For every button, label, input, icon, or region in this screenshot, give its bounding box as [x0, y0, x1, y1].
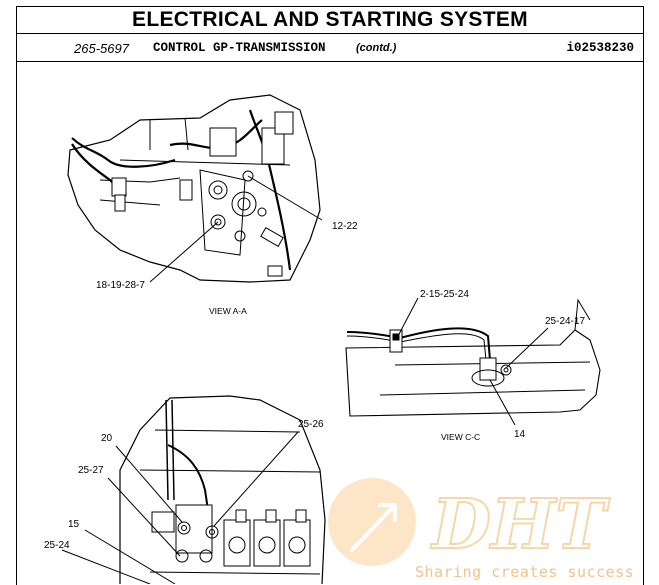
callout-20: 20 — [101, 433, 113, 444]
document-id: i02538230 — [566, 41, 634, 55]
continued-label: (contd.) — [356, 42, 397, 54]
callout-25-24: 25-24 — [44, 540, 70, 551]
callout-18-19-28-7: 18-19-28-7 — [96, 280, 145, 291]
callout-2-15-25-24: 2-15-25-24 — [420, 289, 469, 300]
watermark-logo-text: DHT — [430, 485, 610, 565]
callout-15: 15 — [68, 519, 80, 530]
callout-25-27: 25-27 — [78, 465, 104, 476]
view-c-illustration — [345, 297, 601, 426]
callout-12-22: 12-22 — [332, 221, 358, 232]
group-header: 265-5697 CONTROL GP-TRANSMISSION (contd.… — [16, 34, 644, 62]
callout-25-24-17: 25-24-17 — [545, 316, 585, 327]
arrow-icon — [350, 503, 397, 552]
callout-25-26: 25-26 — [298, 419, 324, 430]
page-title: ELECTRICAL AND STARTING SYSTEM — [16, 6, 644, 34]
part-number: 265-5697 — [74, 41, 129, 56]
page-frame — [16, 6, 644, 585]
callout-14: 14 — [514, 429, 526, 440]
watermark: DHT Sharing creates success — [328, 478, 634, 581]
view-a-illustration — [67, 94, 323, 283]
view-a-label: VIEW A-A — [209, 306, 247, 316]
watermark-tagline: Sharing creates success — [415, 563, 634, 581]
watermark-logo-circle — [328, 478, 416, 566]
view-b-illustration — [61, 395, 326, 584]
group-name: CONTROL GP-TRANSMISSION — [153, 41, 326, 55]
view-c-label: VIEW C-C — [441, 432, 480, 442]
